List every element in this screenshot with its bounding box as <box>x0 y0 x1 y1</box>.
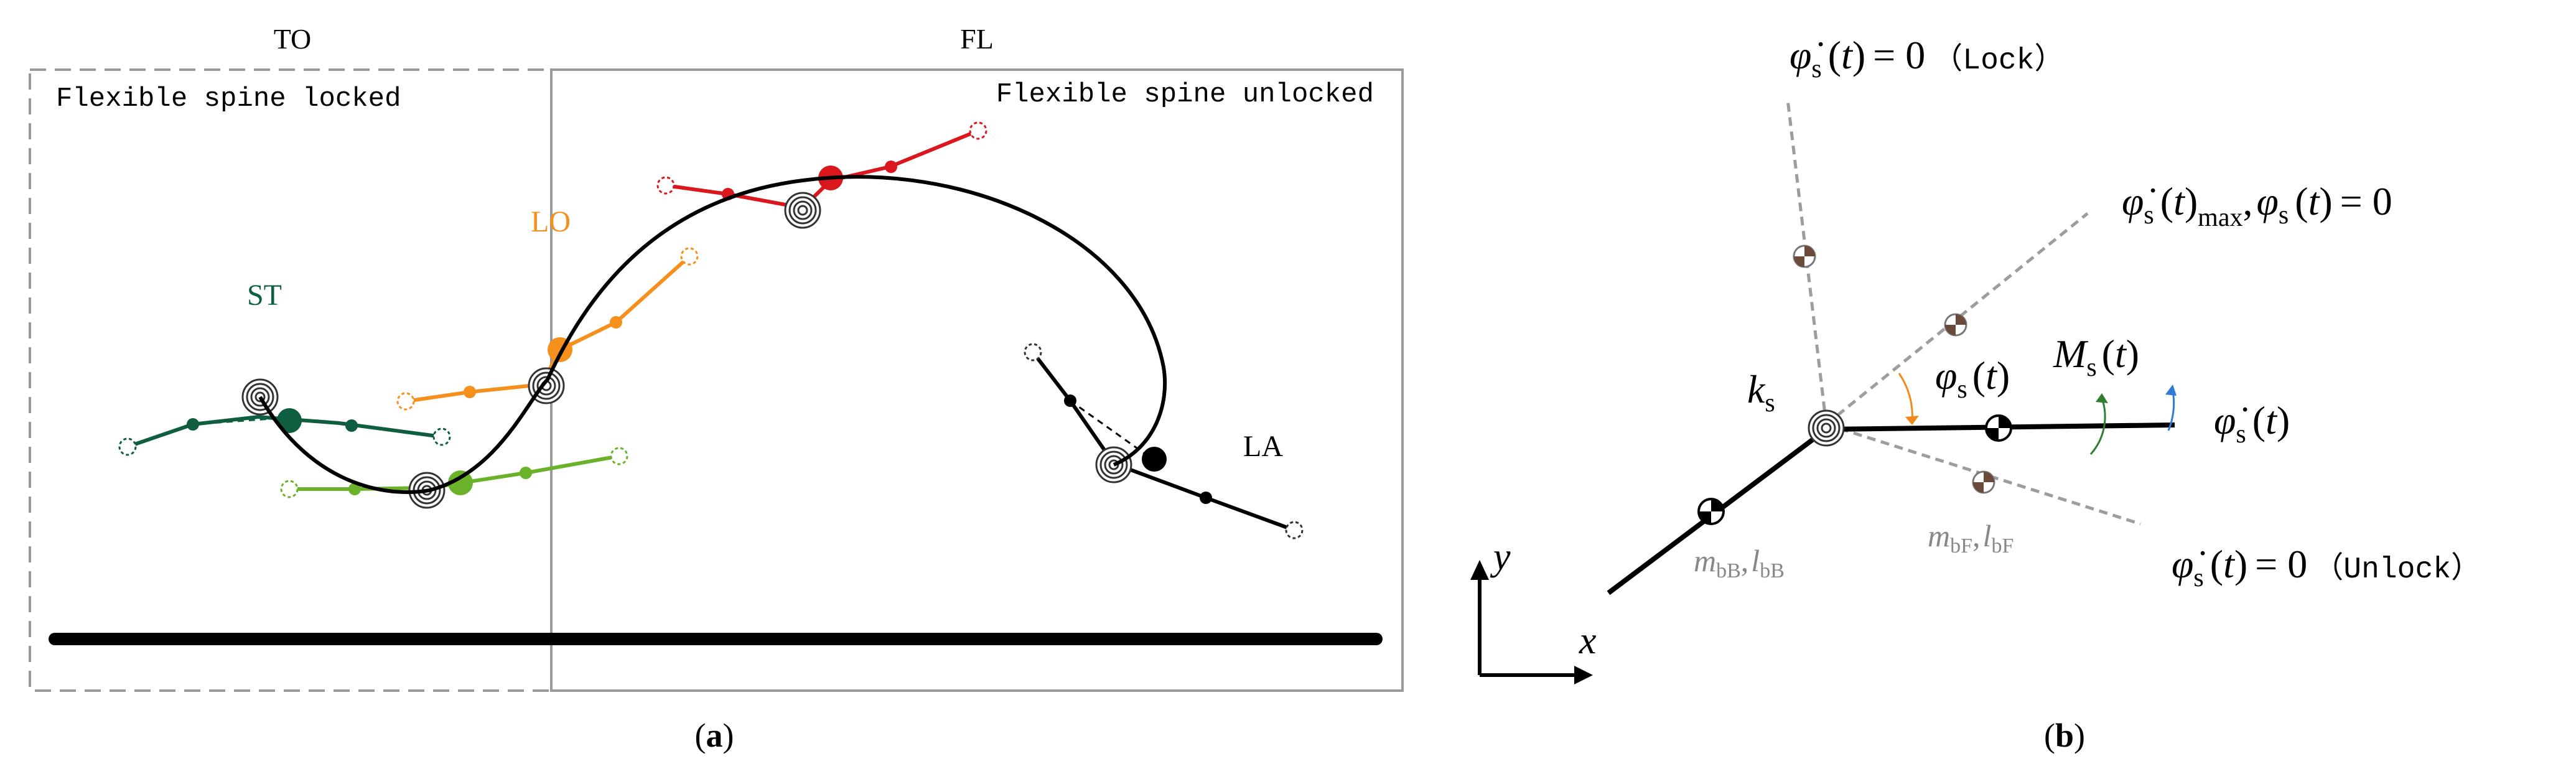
unlocked-label: Flexible spine unlocked <box>996 79 1374 110</box>
moment-arrow <box>2089 398 2106 455</box>
phase-fl-label: FL <box>960 23 994 55</box>
label-la: LA <box>1243 430 1283 463</box>
eq-unlock: φ̇s(t)= 0（Unlock） <box>2172 542 2481 592</box>
body-st <box>118 378 451 456</box>
label-M-s: Ms(t) <box>2053 332 2139 382</box>
caption-b: (b) <box>2044 717 2085 754</box>
eq-rate: φ̇s(t) <box>2214 398 2290 449</box>
phi-angle-arc <box>1898 373 1913 422</box>
y-axis-label: y <box>1490 536 1511 578</box>
locked-label: Flexible spine locked <box>56 83 401 114</box>
ray-max <box>1825 212 2089 426</box>
spring-icon <box>1808 409 1845 447</box>
x-axis-label: x <box>1579 620 1597 662</box>
com-lock-icon <box>1793 245 1816 268</box>
body-apex <box>656 121 987 229</box>
label-k-s: ks <box>1747 367 1775 417</box>
eq-lock: φ̇s(t)= 0（Lock） <box>1790 33 2065 83</box>
front-com-icon <box>1985 414 2012 442</box>
panel-a: TO FL Flexible spine locked Flexible spi… <box>29 23 1404 754</box>
trajectory-curve <box>258 175 1167 494</box>
com-max-icon <box>1944 313 1967 337</box>
caption-a: (a) <box>695 717 734 754</box>
locked-region-box <box>29 68 553 692</box>
back-com-icon <box>1697 498 1725 525</box>
eq-max: φ̇s(t)max,φs(t)= 0 <box>2122 179 2392 232</box>
label-lo: LO <box>531 205 571 238</box>
com-unlock-icon <box>1972 470 1995 494</box>
body-lo <box>396 247 699 411</box>
label-front-mass: mbF,lbF <box>1928 518 2014 557</box>
phase-to-label: TO <box>274 23 312 55</box>
label-phi-s: φs(t) <box>1935 353 2010 404</box>
unlocked-region-box <box>550 68 1404 692</box>
panel-b: x y φ̇s(t)= 0（Lock） φ̇s(t)max,φs(t)= 0 φ… <box>1470 33 2481 754</box>
label-back-mass: mbB,lbB <box>1694 543 1785 582</box>
label-st: ST <box>247 279 282 312</box>
body-ground <box>280 447 628 509</box>
